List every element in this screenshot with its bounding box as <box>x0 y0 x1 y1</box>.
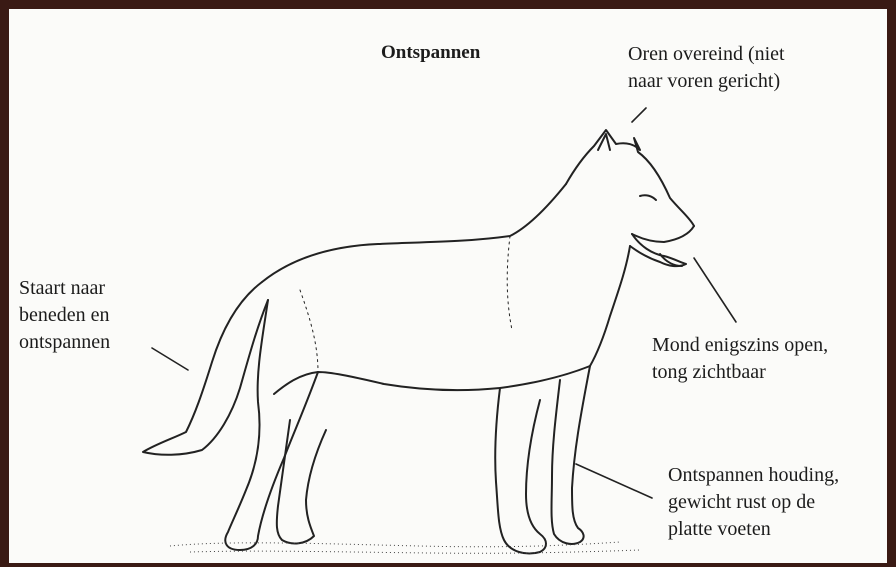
diagram-title: Ontspannen <box>381 39 480 66</box>
ground-shadow-2 <box>190 550 640 553</box>
dog-belly <box>274 366 590 394</box>
annotation-mouth: Mond enigszins open, tong zichtbaar <box>652 332 828 386</box>
dog-head-top <box>566 130 694 226</box>
dog-tail <box>143 282 268 455</box>
annotation-ears-line-2: naar voren gericht) <box>628 68 785 95</box>
pointer-tail <box>152 348 188 370</box>
annotation-tail-line-1: Staart naar <box>19 275 110 302</box>
annotation-tail-line-2: beneden en <box>19 302 110 329</box>
dog-back <box>262 184 566 282</box>
annotation-posture-line-2: gewicht rust op de <box>668 489 839 516</box>
annotation-ears-line-1: Oren overeind (niet <box>628 41 785 68</box>
dog-front-leg-near <box>495 388 546 554</box>
annotation-mouth-line-1: Mond enigszins open, <box>652 332 828 359</box>
dog-rear-leg-far <box>277 420 326 543</box>
annotation-posture-line-1: Ontspannen houding, <box>668 462 839 489</box>
dog-eye <box>640 195 656 200</box>
dog-rear-leg-near <box>225 300 318 550</box>
pointer-posture <box>576 464 652 498</box>
dog-front-leg-far <box>552 366 591 544</box>
ground-shadow <box>170 542 620 547</box>
annotation-mouth-line-2: tong zichtbaar <box>652 359 828 386</box>
annotation-tail: Staart naar beneden en ontspannen <box>19 275 110 356</box>
pointer-mouth <box>694 258 736 322</box>
pointer-ears <box>632 108 646 122</box>
annotation-posture-line-3: platte voeten <box>668 516 839 543</box>
dog-shoulder-line <box>507 236 512 330</box>
annotation-posture: Ontspannen houding, gewicht rust op de p… <box>668 462 839 543</box>
dog-snout <box>632 226 694 242</box>
dog-throat <box>590 246 630 366</box>
dog-hip-line <box>300 290 318 372</box>
dog-ear-line <box>598 134 610 150</box>
annotation-tail-line-3: ontspannen <box>19 329 110 356</box>
annotation-ears: Oren overeind (niet naar voren gericht) <box>628 41 785 95</box>
